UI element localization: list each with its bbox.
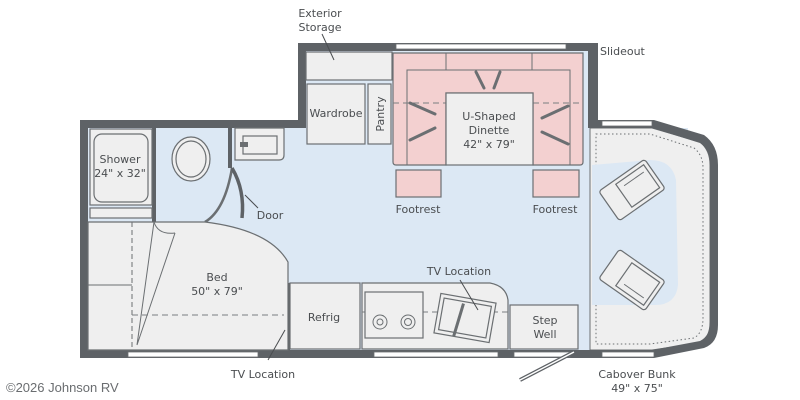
dinette-size: 42" x 79" — [463, 138, 515, 151]
pantry — [367, 83, 392, 145]
bathroom-sink — [234, 127, 285, 161]
footrest-left — [395, 169, 442, 198]
cabover-bunk-size: 49" x 75" — [611, 382, 663, 395]
wardrobe — [306, 83, 366, 145]
bed-size: 50" x 79" — [191, 285, 243, 298]
bathroom-door — [204, 167, 259, 224]
step-well-label-2: Well — [533, 328, 556, 341]
shower-label: Shower — [100, 153, 141, 166]
refrig-label: Refrig — [308, 311, 340, 324]
exterior-storage-label: Exterior — [298, 7, 342, 20]
footrest-right-label: Footrest — [533, 203, 578, 216]
footrest-right — [532, 169, 580, 198]
refrigerator — [289, 282, 361, 350]
tv-location-kitchen-label: TV Location — [426, 265, 491, 278]
shower — [89, 128, 153, 219]
pantry-label: Pantry — [374, 96, 387, 132]
exterior-storage — [305, 51, 393, 81]
dinette-label: U-Shaped — [462, 110, 515, 123]
kitchen-counter — [361, 279, 509, 350]
cab-seat-passenger — [599, 159, 665, 221]
cabover-bunk — [589, 127, 711, 351]
copyright-watermark: ©2026 Johnson RV — [6, 380, 119, 395]
toilet — [171, 136, 211, 182]
dinette-label-2: Dinette — [469, 124, 510, 137]
shower-size: 24" x 32" — [94, 167, 146, 180]
u-shaped-dinette — [392, 52, 584, 166]
windows — [127, 43, 655, 358]
exterior-storage-label-2: Storage — [298, 21, 341, 34]
cabover-bunk-label: Cabover Bunk — [598, 368, 676, 381]
step-well-label: Step — [532, 314, 557, 327]
bed — [87, 221, 289, 351]
wardrobe-label: Wardrobe — [310, 107, 363, 120]
labels: Exterior Storage Slideout Wardrobe Pantr… — [94, 7, 676, 395]
cab-seat-driver — [599, 249, 665, 311]
footrest-left-label: Footrest — [396, 203, 441, 216]
step-well — [509, 304, 579, 350]
entry-door — [519, 350, 575, 382]
tv-location-bed-label: TV Location — [230, 368, 295, 381]
slideout-label: Slideout — [600, 45, 646, 58]
door-label: Door — [257, 209, 284, 222]
bed-label: Bed — [206, 271, 227, 284]
